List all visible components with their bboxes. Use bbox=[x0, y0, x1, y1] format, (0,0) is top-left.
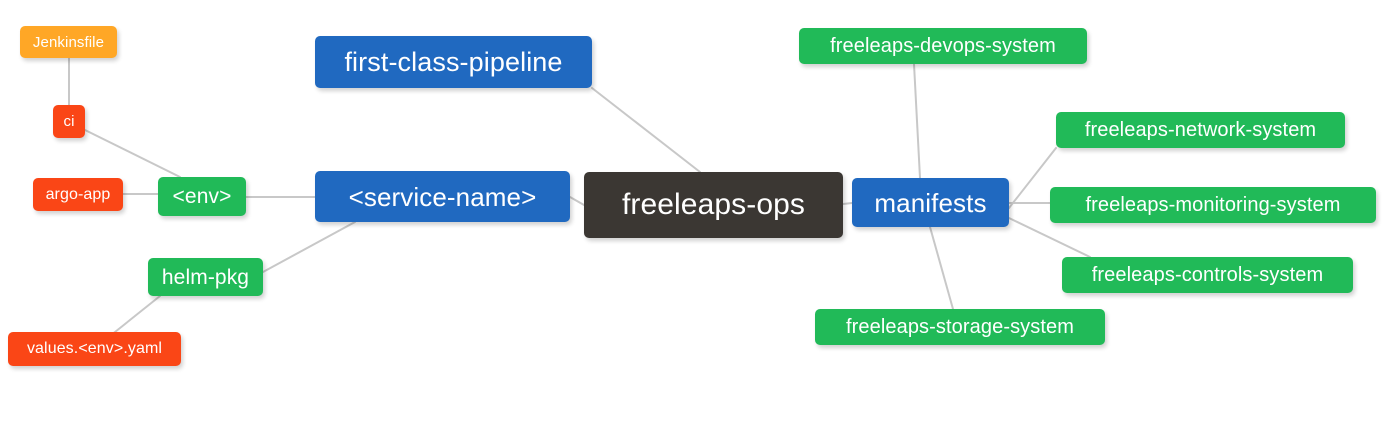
node-label-jenkinsfile: Jenkinsfile bbox=[32, 33, 105, 51]
edge-freeleaps-ops-to-service-name bbox=[569, 196, 585, 206]
node-env[interactable]: <env> bbox=[158, 177, 246, 216]
node-label-freeleaps-controls-system: freeleaps-controls-system bbox=[1091, 264, 1324, 286]
edge-manifests-to-freeleaps-network-system bbox=[1008, 147, 1057, 209]
node-freeleaps-storage-system[interactable]: freeleaps-storage-system bbox=[815, 309, 1105, 345]
edge-manifests-to-freeleaps-devops-system bbox=[913, 63, 921, 179]
node-label-freeleaps-monitoring-system: freeleaps-monitoring-system bbox=[1085, 194, 1341, 216]
edge-manifests-to-freeleaps-controls-system bbox=[1008, 217, 1091, 258]
edge-helm-pkg-to-values-yaml bbox=[109, 295, 161, 337]
node-freeleaps-ops[interactable]: freeleaps-ops bbox=[584, 172, 843, 238]
node-service-name[interactable]: <service-name> bbox=[315, 171, 570, 222]
node-label-freeleaps-devops-system: freeleaps-devops-system bbox=[830, 35, 1056, 57]
node-jenkinsfile[interactable]: Jenkinsfile bbox=[20, 26, 117, 58]
node-label-helm-pkg: helm-pkg bbox=[161, 265, 250, 289]
node-manifests[interactable]: manifests bbox=[852, 178, 1009, 227]
node-freeleaps-devops-system[interactable]: freeleaps-devops-system bbox=[799, 28, 1087, 64]
node-freeleaps-controls-system[interactable]: freeleaps-controls-system bbox=[1062, 257, 1353, 293]
edge-freeleaps-ops-to-first-class-pipeline bbox=[591, 87, 701, 173]
node-label-values-yaml: values.<env>.yaml bbox=[26, 340, 163, 357]
node-label-ci: ci bbox=[63, 113, 75, 130]
node-label-service-name: <service-name> bbox=[348, 181, 537, 212]
node-label-manifests: manifests bbox=[874, 187, 987, 218]
edge-freeleaps-ops-to-manifests bbox=[842, 202, 853, 205]
node-label-freeleaps-ops: freeleaps-ops bbox=[621, 188, 806, 221]
node-values-yaml[interactable]: values.<env>.yaml bbox=[8, 332, 181, 366]
edge-service-name-to-helm-pkg bbox=[262, 221, 356, 273]
node-helm-pkg[interactable]: helm-pkg bbox=[148, 258, 263, 296]
node-freeleaps-network-system[interactable]: freeleaps-network-system bbox=[1056, 112, 1345, 148]
node-argo-app[interactable]: argo-app bbox=[33, 178, 123, 211]
edge-env-to-ci bbox=[84, 129, 181, 178]
node-label-argo-app: argo-app bbox=[45, 185, 111, 203]
node-label-env: <env> bbox=[172, 185, 232, 208]
node-freeleaps-monitoring-system[interactable]: freeleaps-monitoring-system bbox=[1050, 187, 1376, 223]
edge-manifests-to-freeleaps-storage-system bbox=[929, 226, 954, 310]
node-label-freeleaps-network-system: freeleaps-network-system bbox=[1084, 119, 1317, 141]
node-ci[interactable]: ci bbox=[53, 105, 85, 138]
node-label-first-class-pipeline: first-class-pipeline bbox=[344, 46, 563, 77]
node-label-freeleaps-storage-system: freeleaps-storage-system bbox=[845, 316, 1075, 338]
node-first-class-pipeline[interactable]: first-class-pipeline bbox=[315, 36, 592, 88]
